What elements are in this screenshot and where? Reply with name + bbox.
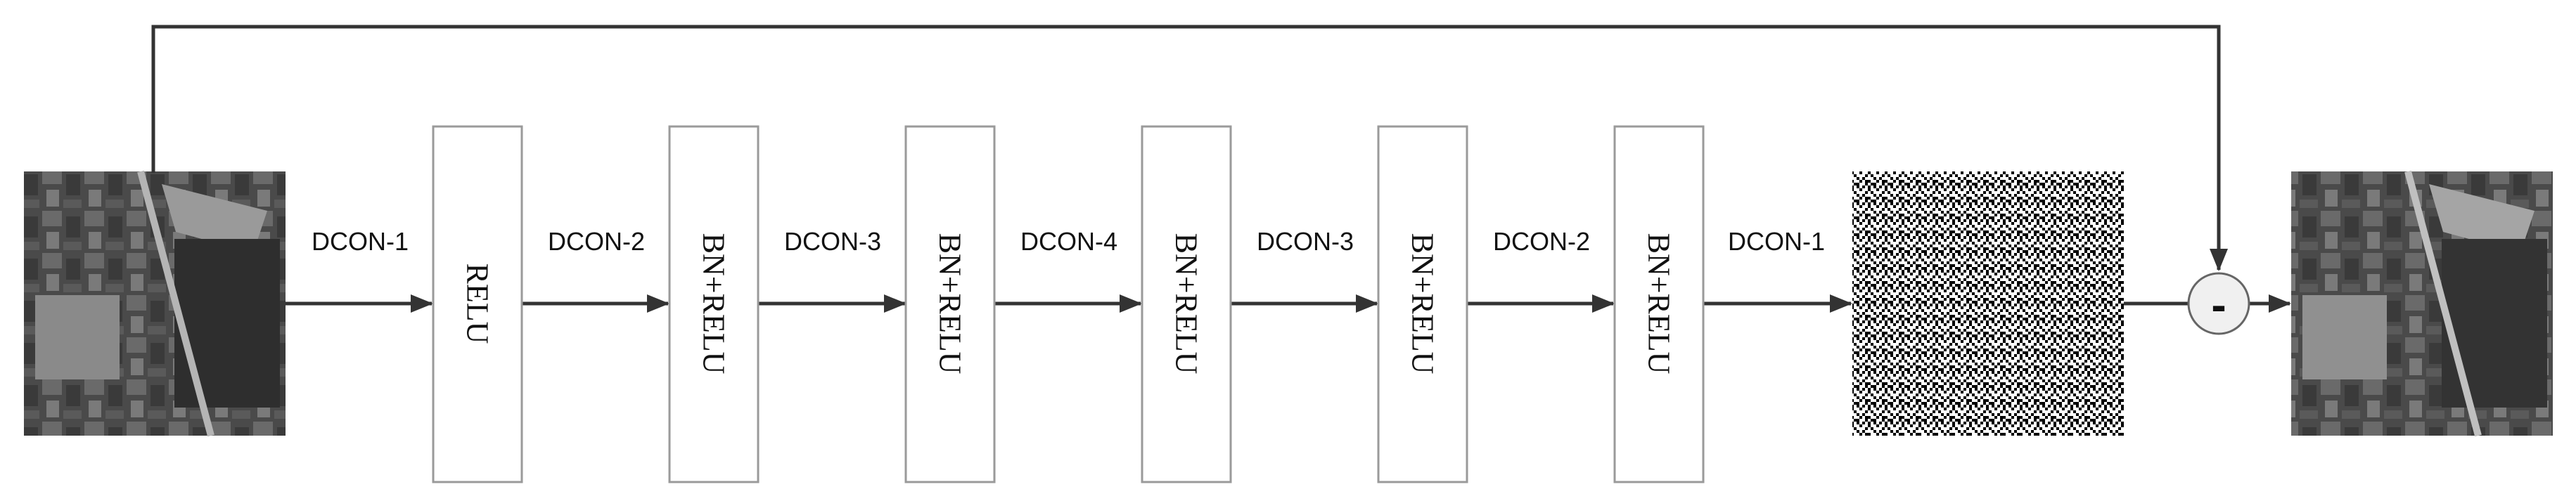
skip-connection <box>151 25 2228 271</box>
edge-label-5: DCON-3 <box>1257 227 1354 256</box>
edge-label-3: DCON-3 <box>784 227 881 256</box>
layer-block-2: BN+RELU <box>668 125 760 483</box>
layer-block-4-label: BN+RELU <box>1170 233 1204 375</box>
layer-block-6-label: BN+RELU <box>1642 233 1677 375</box>
output-image <box>2291 170 2553 437</box>
layer-block-1-label: RELU <box>461 263 495 344</box>
edge-label-6: DCON-2 <box>1493 227 1590 256</box>
residual-noise-image <box>1852 171 2124 436</box>
edge-label-1: DCON-1 <box>312 227 409 256</box>
layer-block-3: BN+RELU <box>904 125 996 483</box>
layer-block-5-label: BN+RELU <box>1406 233 1440 375</box>
layer-block-5: BN+RELU <box>1377 125 1468 483</box>
input-image <box>24 170 286 437</box>
layer-block-2-label: BN+RELU <box>697 233 731 375</box>
subtraction-symbol: - <box>2211 280 2226 330</box>
edge-label-2: DCON-2 <box>548 227 645 256</box>
edge-label-4: DCON-4 <box>1020 227 1117 256</box>
edge-label-7: DCON-1 <box>1728 227 1825 256</box>
subtraction-operator: - <box>2187 272 2250 335</box>
layer-block-6: BN+RELU <box>1613 125 1705 483</box>
layer-block-4: BN+RELU <box>1141 125 1232 483</box>
layer-block-3-label: BN+RELU <box>933 233 968 375</box>
layer-block-1: RELU <box>432 125 523 483</box>
